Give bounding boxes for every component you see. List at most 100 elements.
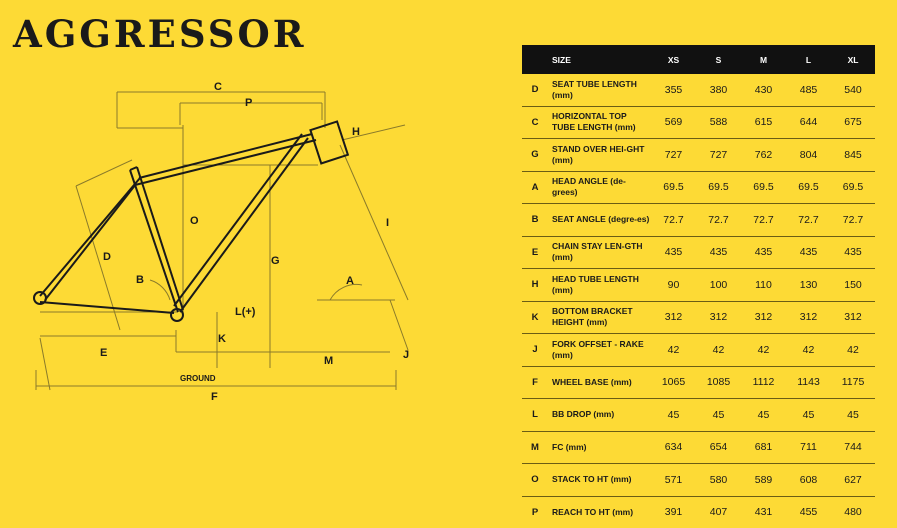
row-name: STACK TO HT (mm) [548, 463, 651, 497]
row-value: 130 [786, 268, 831, 302]
row-code: M [522, 431, 548, 464]
row-code: E [522, 236, 548, 269]
row-value: 485 [786, 74, 831, 107]
row-value: 69.5 [786, 171, 831, 204]
row-name: STAND OVER HEI-GHT (mm) [548, 138, 651, 172]
row-value: 312 [651, 301, 696, 334]
row-code: K [522, 301, 548, 334]
header-s: S [696, 45, 741, 74]
row-value: 1112 [741, 366, 786, 399]
row-value: 110 [741, 268, 786, 302]
label-g: G [271, 255, 280, 267]
row-name: FC (mm) [548, 431, 651, 464]
row-name: SEAT ANGLE (degre-es) [548, 203, 651, 237]
row-value: 42 [651, 333, 696, 367]
row-value: 312 [696, 301, 741, 334]
label-c: C [214, 81, 222, 93]
row-name: HEAD ANGLE (de-grees) [548, 171, 651, 204]
row-value: 588 [696, 106, 741, 139]
row-value: 435 [741, 236, 786, 269]
row-value: 69.5 [741, 171, 786, 204]
row-code: J [522, 333, 548, 367]
row-value: 681 [741, 431, 786, 464]
label-m: M [324, 355, 333, 367]
row-value: 72.7 [741, 203, 786, 237]
row-name: FORK OFFSET - RAKE (mm) [548, 333, 651, 367]
row-value: 69.5 [831, 171, 875, 204]
row-value: 480 [844, 506, 862, 519]
row-value: 435 [651, 236, 696, 269]
row-value: 569 [651, 106, 696, 139]
header-xs: XS [651, 45, 696, 74]
row-value: 1175 [831, 366, 875, 399]
row-value: 69.5 [651, 171, 696, 204]
row-value: 312 [741, 301, 786, 334]
row-value: 762 [741, 138, 786, 172]
label-i: I [386, 217, 389, 229]
label-o: O [190, 215, 199, 227]
label-p: P [245, 97, 252, 109]
row-value: 430 [741, 74, 786, 107]
row-value: 45 [651, 398, 696, 432]
label-e: E [100, 347, 107, 359]
row-code: L [522, 398, 548, 432]
row-value: 312 [831, 301, 875, 334]
row-value: 580 [696, 463, 741, 497]
row-value: 1143 [786, 366, 831, 399]
label-j: J [403, 349, 409, 361]
header-l: L [786, 45, 831, 74]
row-value: 100 [696, 268, 741, 302]
label-d: D [103, 251, 111, 263]
frame-geometry-diagram: C P H I O G D B A L(+) K E M J GROUND F [33, 81, 409, 403]
row-name: BOTTOM BRACKET HEIGHT (mm) [548, 301, 651, 334]
row-value: 571 [651, 463, 696, 497]
row-value: 407 [709, 506, 728, 519]
row-code: H [522, 268, 548, 302]
row-value: 72.7 [696, 203, 741, 237]
label-b: B [136, 274, 144, 286]
row-value: 45 [831, 398, 875, 432]
row-value: 45 [696, 398, 741, 432]
row-value: 435 [696, 236, 741, 269]
row-value: 431 [754, 506, 773, 519]
label-h: H [352, 126, 360, 138]
label-l: L(+) [235, 306, 256, 318]
row-value: 711 [786, 431, 831, 464]
row-value: 727 [651, 138, 696, 172]
bike-frame [33, 120, 350, 322]
row-value: 90 [651, 268, 696, 302]
row-value: 804 [786, 138, 831, 172]
row-value: 615 [741, 106, 786, 139]
row-value: 540 [831, 74, 875, 107]
row-name: SEAT TUBE LENGTH (mm) [548, 74, 651, 107]
row-value: 69.5 [696, 171, 741, 204]
row-name: HEAD TUBE LENGTH (mm) [548, 268, 651, 302]
row-value: 608 [786, 463, 831, 497]
row-value: 1065 [651, 366, 696, 399]
row-value: 45 [786, 398, 831, 432]
row-value: 845 [831, 138, 875, 172]
row-value: 627 [831, 463, 875, 497]
row-value: 435 [786, 236, 831, 269]
row-value: 45 [741, 398, 786, 432]
header-m: M [741, 45, 786, 74]
row-name: CHAIN STAY LEN-GTH (mm) [548, 236, 651, 269]
row-value: 42 [786, 333, 831, 367]
row-value: 72.7 [831, 203, 875, 237]
row-value: 391 [664, 506, 683, 519]
row-value: 675 [831, 106, 875, 139]
row-code: G [522, 138, 548, 172]
row-value: 727 [696, 138, 741, 172]
row-code: F [522, 366, 548, 399]
